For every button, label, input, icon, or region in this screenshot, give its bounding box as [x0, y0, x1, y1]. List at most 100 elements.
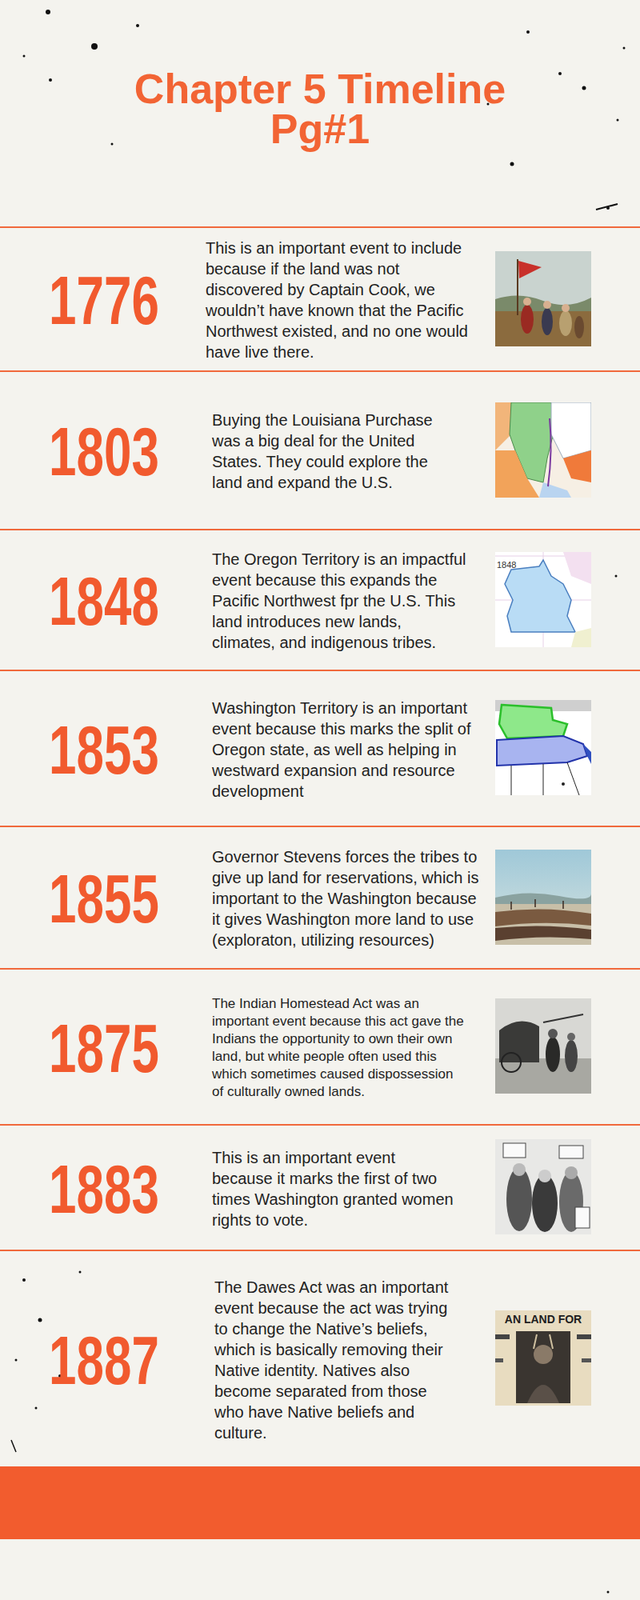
illustration-shape [533, 1344, 553, 1364]
illustration-shape [495, 552, 592, 648]
event-description: This is an important event to include be… [205, 237, 470, 363]
photo-homestead [495, 998, 592, 1094]
illustration-shape [559, 310, 572, 336]
illustration-shape [495, 998, 592, 1094]
event-description: Governor Stevens forces the tribes to gi… [212, 846, 480, 951]
illustration-shape [495, 908, 592, 927]
illustration-shape [510, 162, 515, 167]
illustration-shape [48, 78, 52, 82]
illustration-shape [495, 1139, 592, 1235]
illustration-shape [79, 1271, 82, 1274]
illustration-shape [503, 1143, 526, 1158]
illustration-shape [616, 119, 620, 122]
illustration-shape [511, 762, 580, 796]
illustration-shape [11, 1440, 16, 1452]
illustration-shape [564, 1040, 578, 1072]
event-description: The Dawes Act was an important event bec… [214, 1276, 451, 1444]
illustration-shape [45, 9, 51, 15]
illustration-shape [523, 297, 532, 306]
painting-landing [495, 251, 592, 347]
illustration-shape [512, 1163, 526, 1176]
timeline-row: 1887 The Dawes Act was an important event… [0, 1249, 640, 1467]
illustration-shape [111, 143, 114, 146]
illustration-shape [495, 925, 592, 941]
illustration-shape [511, 899, 564, 910]
illustration-shape [495, 552, 592, 648]
year-label: 1875 [46, 1013, 162, 1083]
year-label: 1848 [46, 566, 162, 636]
year-label: 1776 [46, 265, 162, 335]
event-description: This is an important event because it ma… [212, 1147, 460, 1231]
illustration-shape [564, 1166, 578, 1180]
illustration-shape [495, 1334, 510, 1340]
illustration-shape [136, 24, 140, 28]
illustration-shape [583, 744, 592, 764]
illustration-shape [548, 1028, 558, 1039]
illustration-shape [615, 575, 618, 578]
event-description: Washington Territory is an important eve… [212, 697, 472, 802]
illustration-shape [495, 1310, 592, 1406]
year-label: 1883 [46, 1154, 162, 1224]
timeline-row: 1875 The Indian Homestead Act was an impo… [0, 968, 640, 1124]
illustration-shape [558, 72, 562, 76]
illustration-shape [543, 300, 552, 309]
illustration-shape [576, 1334, 592, 1340]
illustration-shape [496, 736, 588, 766]
footer-band [0, 1466, 640, 1540]
map-washington-territory [495, 700, 592, 796]
year-label: 1853 [46, 715, 162, 784]
illustration-shape [533, 1334, 553, 1349]
illustration-shape [495, 307, 592, 347]
timeline-row: 1776 This is an important event to includ… [0, 226, 640, 371]
illustration-shape [15, 1359, 18, 1362]
picture-text: 1848 [496, 560, 516, 570]
illustration-shape [495, 849, 592, 945]
illustration-shape [518, 260, 542, 279]
timeline-row: 1848The Oregon Territory is an impactful… [0, 528, 640, 670]
illustration-shape [22, 1278, 26, 1282]
illustration-shape [532, 1174, 558, 1232]
illustration-shape [623, 47, 626, 50]
illustration-shape [495, 295, 592, 312]
illustration-shape [551, 402, 592, 459]
illustration-shape [520, 304, 534, 334]
illustration-shape [581, 1358, 592, 1363]
illustration-shape [607, 1591, 610, 1594]
illustration-shape [495, 700, 592, 796]
event-description: The Indian Homestead Act was an importan… [212, 995, 468, 1101]
illustration-shape [506, 1167, 532, 1232]
year-label: 1803 [46, 416, 162, 486]
painting-treaty-council [495, 849, 592, 945]
illustration-shape [563, 450, 592, 483]
illustration-shape [575, 1207, 590, 1228]
illustration-shape [538, 1169, 552, 1183]
illustration-shape [91, 43, 98, 50]
illustration-shape [543, 1014, 584, 1023]
illustration-shape [23, 55, 26, 58]
event-description: Buying the Louisiana Purchase was a big … [212, 409, 460, 493]
illustration-shape [495, 450, 540, 498]
illustration-shape [495, 904, 592, 945]
picture-text: AN LAND FOR [495, 1313, 592, 1326]
illustration-shape [495, 892, 592, 906]
illustration-shape [559, 1145, 584, 1159]
illustration-shape [596, 204, 618, 210]
illustration-shape [504, 560, 576, 632]
page-title: Chapter 5 Timeline Pg#1 [80, 68, 560, 149]
year-label: 1855 [46, 864, 162, 933]
illustration-shape [582, 86, 587, 91]
year-label: 1887 [46, 1325, 162, 1395]
illustration-shape [35, 1407, 38, 1410]
illustration-shape [541, 308, 553, 336]
illustration-shape [548, 418, 552, 487]
illustration-shape [495, 402, 592, 498]
illustration-shape [545, 1036, 560, 1072]
illustration-shape [516, 1331, 571, 1404]
illustration-shape [563, 552, 592, 584]
illustration-shape [527, 1384, 560, 1404]
illustration-shape [495, 251, 592, 347]
illustration-shape [499, 704, 568, 739]
illustration-shape [15, 9, 626, 1594]
illustration-shape [495, 1358, 504, 1363]
illustration-shape [571, 628, 592, 648]
